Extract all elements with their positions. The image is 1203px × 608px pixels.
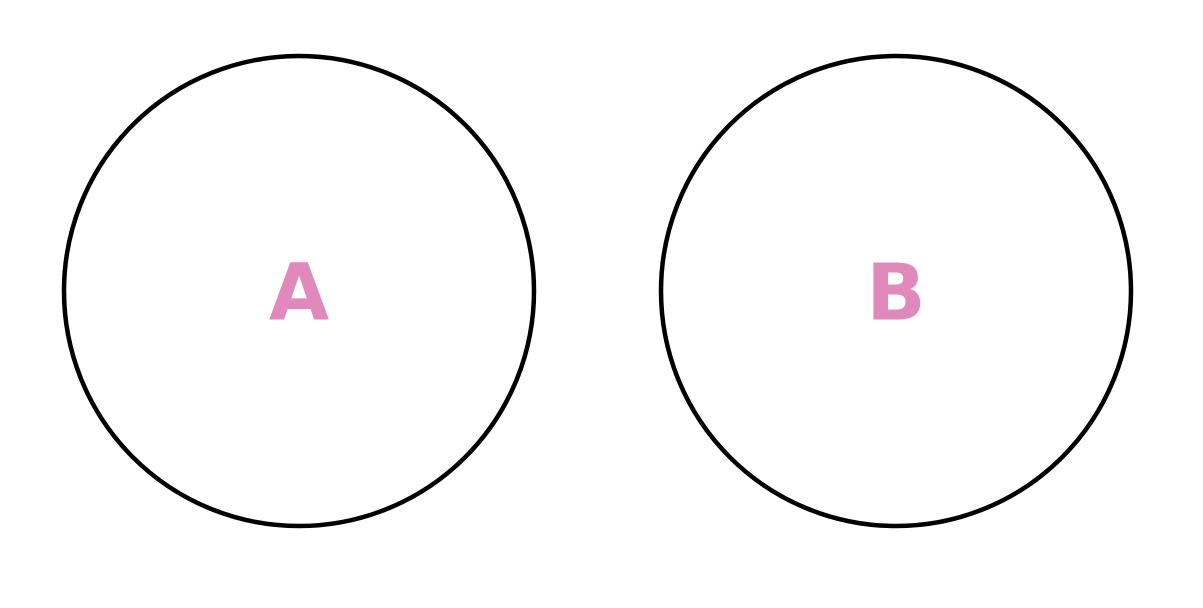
circle-a-group: A: [61, 53, 537, 529]
circle-b: [658, 53, 1134, 529]
circle-b-label: B: [866, 248, 925, 338]
circle-a: [61, 53, 537, 529]
circle-a-label: A: [269, 248, 329, 338]
circle-b-group: B: [658, 53, 1134, 529]
